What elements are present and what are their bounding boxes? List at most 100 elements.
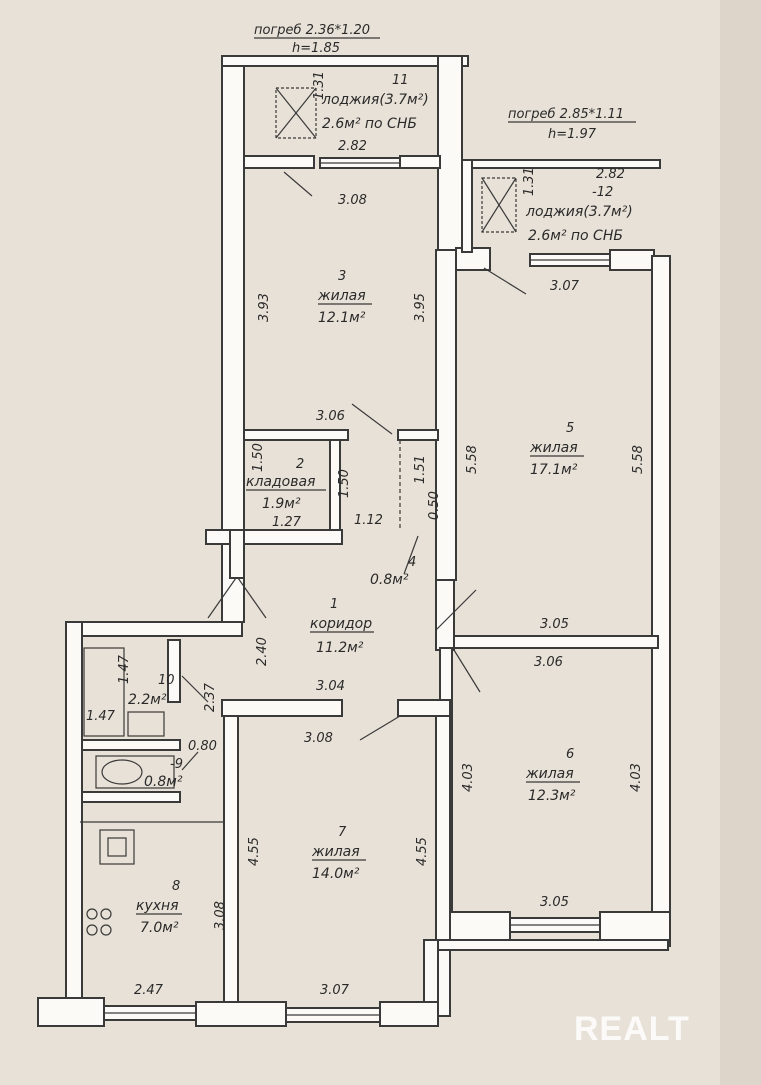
room-3-area: 12.1м² [318, 310, 366, 326]
room-5-number: 5 [566, 421, 574, 436]
room-8-name: кухня [136, 898, 179, 914]
room-3-dim-right: 3.95 [413, 293, 428, 322]
room-9-area: 0.8м² [144, 774, 183, 790]
room-8-dim-bottom: 2.47 [134, 983, 164, 998]
room-5-dim-top: 3.07 [550, 279, 580, 294]
corridor-dim-304: 3.04 [316, 679, 345, 694]
room-6-name: жилая [525, 766, 574, 782]
room-5-dim-bottom: 3.05 [540, 617, 569, 632]
paper-shadow [720, 0, 761, 1085]
room-6-dim-right: 4.03 [629, 763, 644, 792]
room-5: 3.07 5.58 5.58 5 жилая 17.1м² 3.05 [465, 279, 646, 632]
wall-left-lower [65, 621, 83, 1023]
kitchen-sink-icon [99, 829, 135, 865]
room-3-dim-left: 3.93 [257, 293, 272, 322]
cellar-symbols [275, 87, 517, 233]
room-5-dim-left: 5.58 [465, 445, 480, 474]
loggia-11-snb: 2.6м² по СНБ [322, 116, 417, 132]
wall-loggia11-bottom-right [399, 155, 441, 169]
room-7: 3.08 4.55 4.55 7 жилая 14.0м² 3.07 [247, 731, 430, 998]
room-6-area: 12.3м² [528, 788, 576, 804]
loggia-12-snb: 2.6м² по СНБ [528, 228, 623, 244]
wall-loggia12-side [461, 159, 473, 253]
room-6-number: 6 [566, 747, 574, 762]
room-7-dim-right: 4.55 [415, 837, 430, 866]
sink-icon [127, 711, 165, 737]
fixtures [80, 647, 224, 936]
room-2-dim-left: 1.50 [251, 443, 266, 472]
room-2-name: кладовая [246, 474, 315, 490]
room-8-number: 8 [172, 879, 180, 894]
wall-r7-bottom-right [379, 1001, 439, 1027]
wall-loggia11-top [221, 55, 469, 67]
loggia-12-width: 2.82 [596, 167, 625, 182]
room-5-name: жилая [529, 440, 578, 456]
room-5-dim-right: 5.58 [631, 445, 646, 474]
room-8-area: 7.0м² [140, 920, 179, 936]
room-1-number: 1 [330, 597, 338, 612]
wall-right-outer [651, 255, 671, 947]
wall-r3-r5 [435, 249, 457, 581]
loggia-12-number: -12 [592, 185, 613, 200]
room-3: 3.08 3.93 3.95 3 жилая 12.1м² 3.06 [257, 193, 428, 424]
room-7-number: 7 [338, 825, 347, 840]
room-6: 3.06 4.03 4.03 6 жилая 12.3м² 3.05 [461, 655, 644, 910]
loggia-11-width: 2.82 [338, 139, 367, 154]
room-4-area: 0.8м² [370, 572, 409, 588]
room-3-name: жилая [317, 288, 366, 304]
wall-r7-left [223, 715, 239, 1011]
corridor-dim-112: 1.12 [354, 513, 383, 528]
watermark-logo: REALT [574, 1010, 690, 1048]
wall-r2-bottom [205, 529, 343, 545]
room-2-dim-bottom: 1.27 [272, 515, 302, 530]
bathtub-icon [83, 647, 125, 737]
wall-r7-top-right [397, 699, 451, 717]
room-10: 1.47 10 2.2м² 1.47 2.37 [86, 654, 218, 724]
wall-r10-bottom [81, 739, 181, 751]
loggia-11-name: лоджия(3.7м²) [321, 92, 429, 108]
cellar-11-label: погреб 2.36*1.20 [254, 23, 370, 38]
window-glazing [104, 162, 610, 1016]
wall-r2-top [243, 429, 349, 441]
room-10-dim-right: 2.37 [203, 682, 218, 712]
toilet-icon [101, 759, 143, 785]
room-10-area: 2.2м² [128, 692, 167, 708]
wall-corr-left-stub [229, 529, 245, 579]
cellar-12-height: h=1.97 [548, 127, 597, 142]
wall-loggia11-bottom-left [243, 155, 315, 169]
room-6-dim-bottom: 3.05 [540, 895, 569, 910]
room-3-dim-top: 3.08 [338, 193, 367, 208]
room-2-number: 2 [296, 457, 304, 472]
room-8-kitchen: 8 кухня 7.0м² 3.08 2.47 [134, 879, 228, 998]
room-10-dim-left: 1.47 [117, 654, 132, 684]
loggia-11-number: 11 [392, 73, 409, 88]
loggia-12-side: 1.31 [522, 167, 537, 196]
wall-r3-right [437, 55, 463, 269]
room-2-dim-right: 1.50 [337, 469, 352, 498]
room-4-dim-right: 1.51 [413, 455, 428, 484]
room-7-area: 14.0м² [312, 866, 360, 882]
room-4: 1.51 1.12 0.50 4 0.8м² [354, 455, 442, 588]
room-1-corridor: 1 коридор 11.2м² 2.40 3.04 [255, 597, 374, 694]
room-3-number: 3 [338, 269, 346, 284]
room4-outline [399, 440, 437, 530]
wall-loggia12-top [463, 159, 661, 169]
loggia-12-labels: погреб 2.85*1.11 h=1.97 2.82 -12 лоджия(… [508, 107, 636, 244]
room-10-dim-bottom: 1.47 [86, 709, 116, 724]
room-4-dim-width: 0.50 [427, 491, 442, 520]
stove-icon [86, 908, 98, 920]
cellar-11-height: h=1.85 [292, 41, 340, 56]
wall-r8-r7-bottom [195, 1001, 287, 1027]
wall-r8-bottom-left [37, 997, 105, 1027]
wall-bath-top [67, 621, 243, 637]
room-1-name: коридор [310, 616, 372, 632]
corridor-dim-240: 2.40 [255, 637, 270, 666]
room-6-dim-top: 3.06 [534, 655, 563, 670]
room-7-dim-left: 4.55 [247, 837, 262, 866]
wall-r6-bottom-right [599, 911, 671, 941]
toilet-room-fixture-icon [95, 755, 175, 789]
wall-r7-top-left [221, 699, 343, 717]
room-9-dim-width: 0.80 [188, 739, 217, 754]
